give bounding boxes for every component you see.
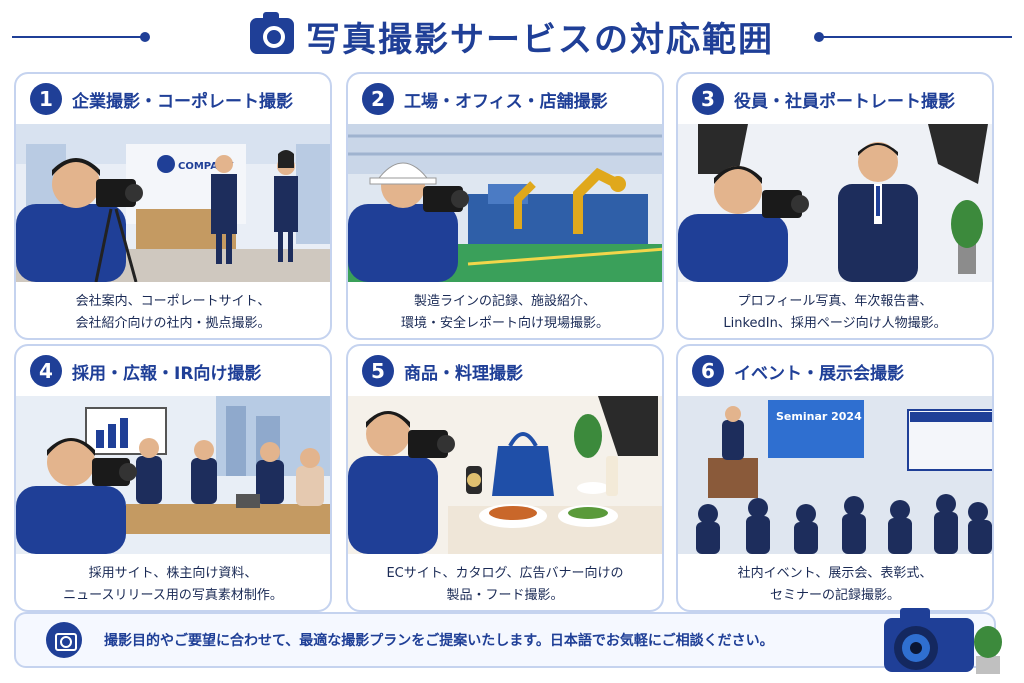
factory-photo-illustration bbox=[348, 124, 662, 282]
card-number-badge: 6 bbox=[692, 355, 724, 387]
header-dot-right bbox=[814, 32, 824, 42]
card-title: 工場・オフィス・店舗撮影 bbox=[404, 91, 608, 112]
decorative-camera-illustration bbox=[884, 608, 1002, 674]
service-card-5: 5 商品・料理撮影 ECサイト、カタログ、広告バナー向けの 製品・フード撮影。 bbox=[346, 344, 664, 612]
card-number-badge: 5 bbox=[362, 355, 394, 387]
page-header: 写真撮影サービスの対応範囲 bbox=[0, 8, 1024, 64]
card-description: ECサイト、カタログ、広告バナー向けの 製品・フード撮影。 bbox=[386, 566, 624, 603]
footer-text: 撮影目的やご要望に合わせて、最適な撮影プランをご提案いたします。日本語でお気軽に… bbox=[104, 633, 774, 649]
camera-icon bbox=[250, 12, 294, 54]
header-line-right bbox=[822, 36, 1012, 38]
header-dot-left bbox=[140, 32, 150, 42]
card-title: 企業撮影・コーポレート撮影 bbox=[72, 91, 293, 112]
card-description: 製造ラインの記録、施設紹介、 環境・安全レポート向け現場撮影。 bbox=[400, 294, 609, 331]
service-card-4: 4 採用・広報・IR向け撮影 採用サイト、株主向け資料、 ニュースリリース用の写… bbox=[14, 344, 332, 612]
card-description: 社内イベント、展示会、表彰式、 セミナーの記録撮影。 bbox=[737, 566, 933, 603]
camera-icon bbox=[46, 622, 82, 658]
card-number-badge: 1 bbox=[30, 83, 62, 115]
card-number-badge: 2 bbox=[362, 83, 394, 115]
corporate-photo-illustration: COMPANY bbox=[16, 124, 330, 282]
card-description: プロフィール写真、年次報告書、 LinkedIn、採用ページ向け人物撮影。 bbox=[723, 294, 947, 331]
product-photo-illustration bbox=[348, 396, 662, 554]
service-card-6: 6 イベント・展示会撮影 Seminar 2024 社内イベント、展示会、表彰式… bbox=[676, 344, 994, 612]
service-card-3: 3 役員・社員ポートレート撮影 プロフィール写真、年次報告書、 LinkedIn… bbox=[676, 72, 994, 340]
meeting-photo-illustration bbox=[16, 396, 330, 554]
event-photo-illustration: Seminar 2024 bbox=[678, 396, 992, 554]
service-card-1: 1 企業撮影・コーポレート撮影 COMPANY bbox=[14, 72, 332, 340]
card-description: 採用サイト、株主向け資料、 ニュースリリース用の写真素材制作。 bbox=[63, 566, 283, 603]
card-description: 会社案内、コーポレートサイト、 会社紹介向けの社内・拠点撮影。 bbox=[75, 294, 271, 331]
card-number-badge: 3 bbox=[692, 83, 724, 115]
card-title: 商品・料理撮影 bbox=[404, 363, 523, 384]
footer-banner: 撮影目的やご要望に合わせて、最適な撮影プランをご提案いたします。日本語でお気軽に… bbox=[14, 612, 996, 668]
seminar-screen-text: Seminar 2024 bbox=[776, 410, 862, 423]
card-number-badge: 4 bbox=[30, 355, 62, 387]
card-title: 役員・社員ポートレート撮影 bbox=[734, 91, 955, 112]
portrait-photo-illustration bbox=[678, 124, 992, 282]
service-card-2: 2 工場・オフィス・店舗撮影 製造ラインの記録、施設紹介、 環境・安全レポート向… bbox=[346, 72, 664, 340]
card-title: 採用・広報・IR向け撮影 bbox=[72, 363, 262, 384]
page-title: 写真撮影サービスの対応範囲 bbox=[306, 19, 774, 60]
card-title: イベント・展示会撮影 bbox=[734, 363, 904, 384]
company-sign-text: COMPANY bbox=[178, 161, 234, 172]
header-line-left bbox=[12, 36, 142, 38]
